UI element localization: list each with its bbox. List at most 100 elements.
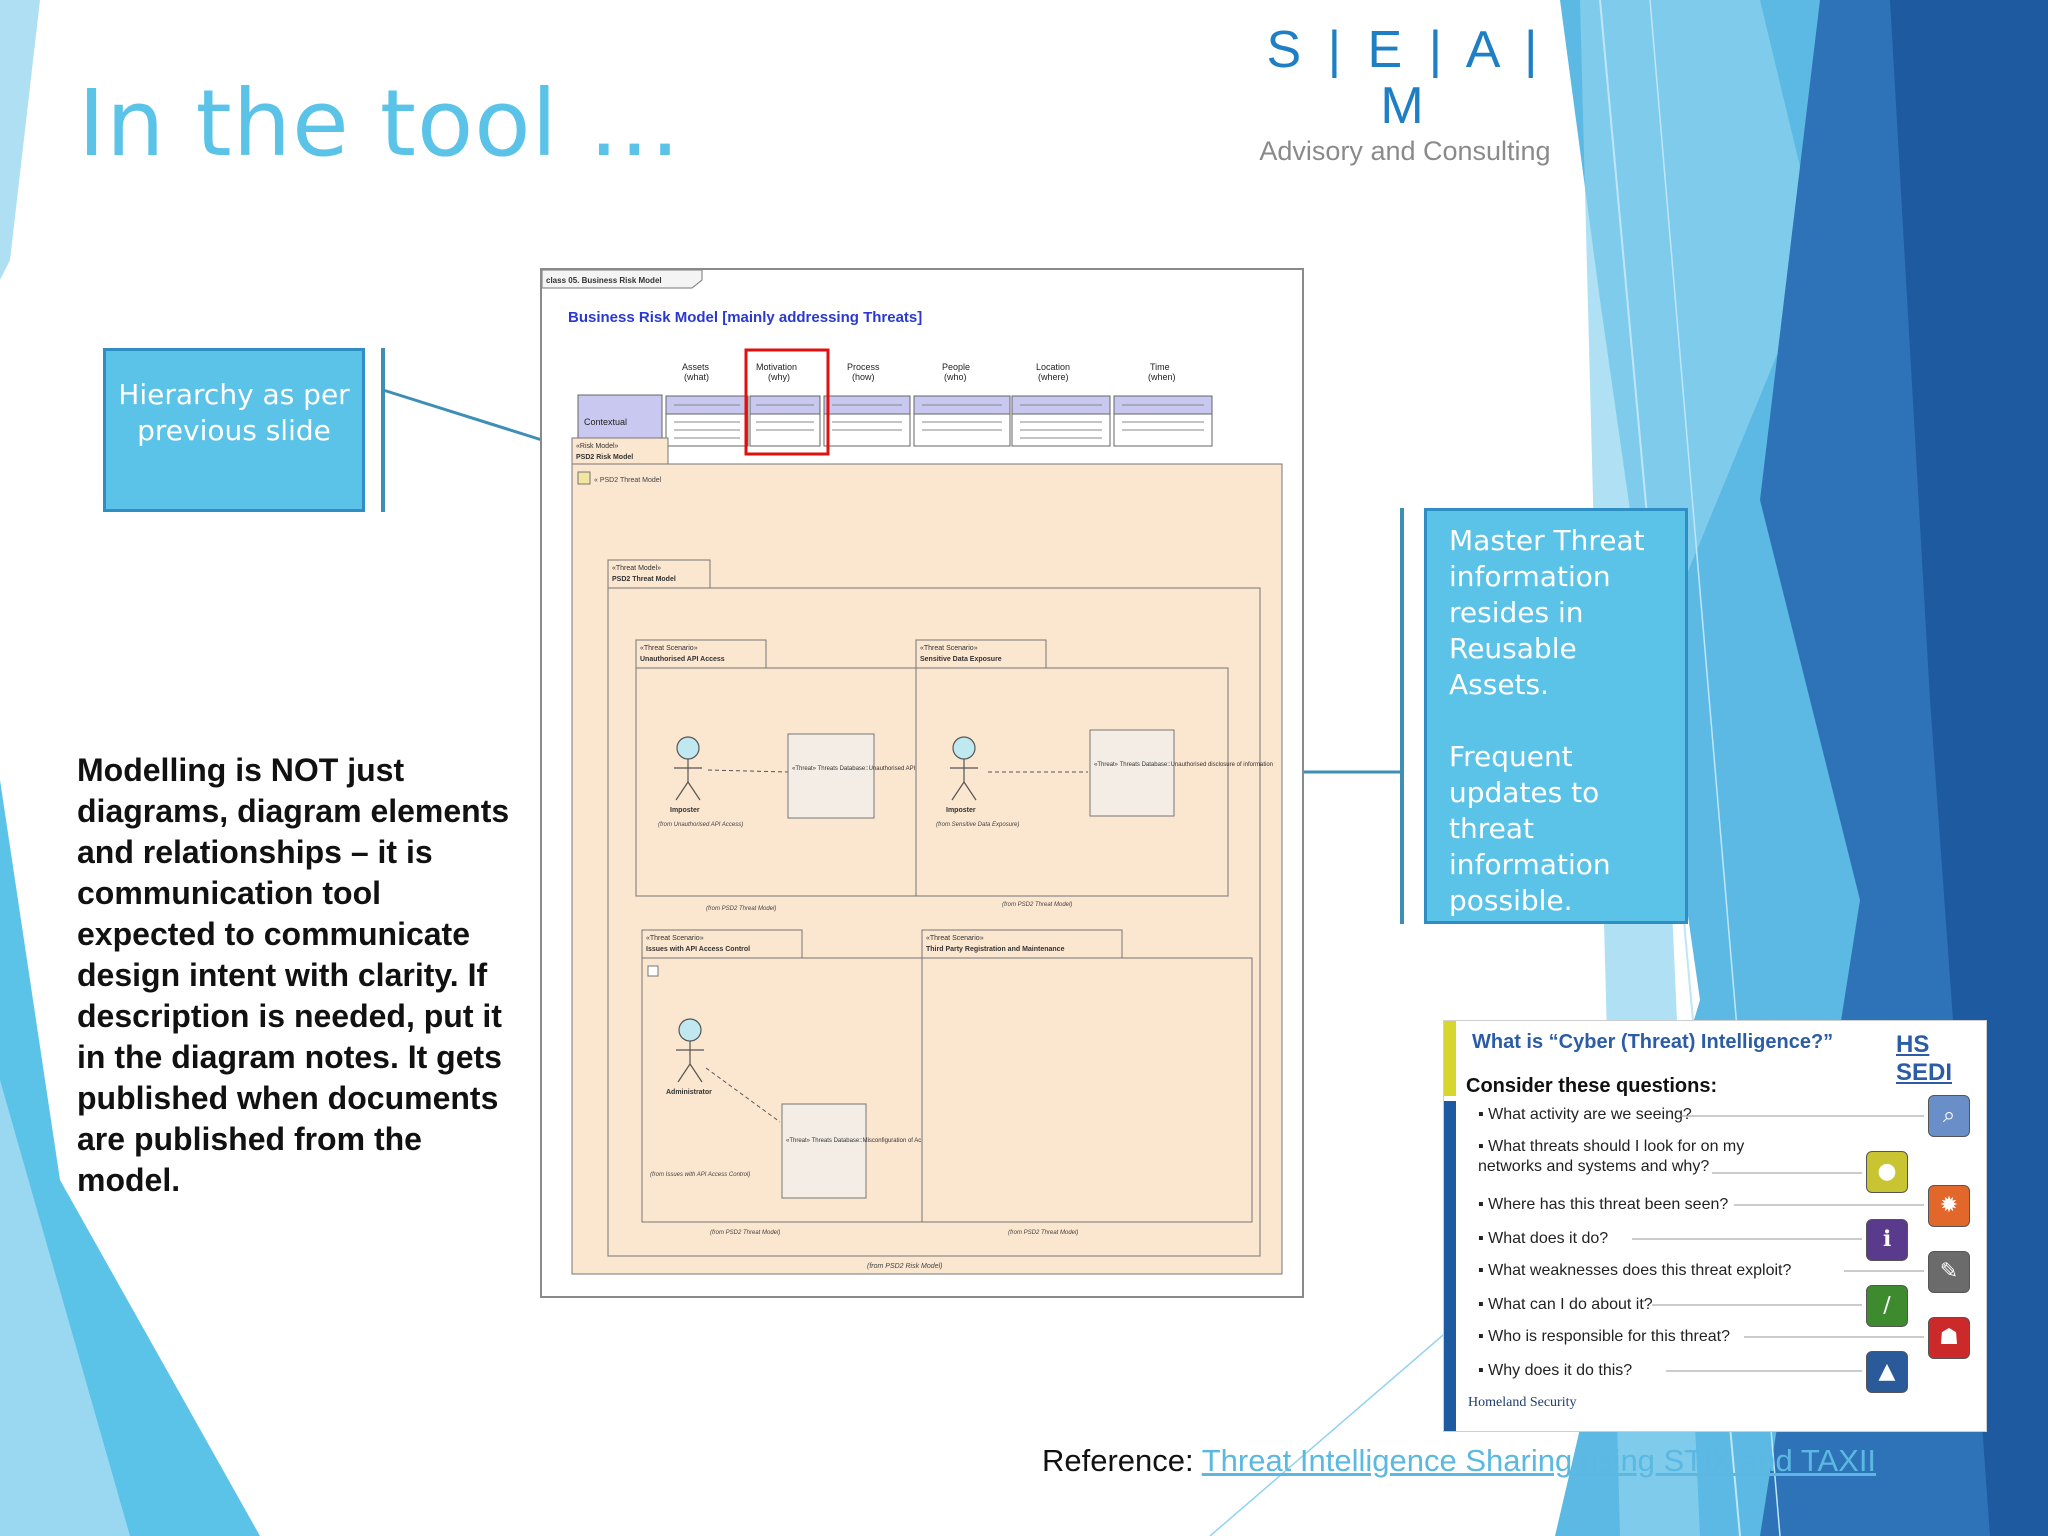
- grid-col-q: (how): [852, 372, 875, 382]
- actor-figure: [950, 736, 978, 801]
- grid-col-name: People: [942, 362, 970, 372]
- threat-package-stereo: «Threat Model»: [612, 565, 661, 572]
- motivation-highlight: [744, 348, 830, 456]
- cti-question: ▪ What can I do about it?: [1478, 1296, 1653, 1313]
- threat-package-name: PSD2 Threat Model: [612, 576, 676, 583]
- grid-col-name: Process: [847, 362, 880, 372]
- cti-question: ▪ What weaknesses does this threat explo…: [1478, 1262, 1792, 1279]
- reference: Reference: Threat Intelligence Sharing u…: [1042, 1442, 1876, 1480]
- cti-question-text: What can I do about it?: [1488, 1296, 1653, 1313]
- scenario-footer: (from PSD2 Threat Model): [1008, 1230, 1078, 1236]
- cti-question-text: What weaknesses does this threat exploit…: [1488, 1262, 1792, 1279]
- cti-question: ▪ What activity are we seeing?: [1478, 1106, 1692, 1123]
- logo-sub-text: Advisory and Consulting: [1259, 136, 1551, 166]
- slide-title: In the tool …: [78, 70, 682, 177]
- scenario-name: Sensitive Data Exposure: [920, 656, 1002, 663]
- ttp-icon: ℹ: [1866, 1219, 1908, 1261]
- incident-icon: ✹: [1928, 1185, 1970, 1227]
- grid-row-label: Contextual: [584, 417, 627, 427]
- logo-main-text: S | E | A | M: [1266, 21, 1544, 135]
- course-of-action-icon: ∕: [1866, 1285, 1908, 1327]
- seam-logo: S | E | A | M Advisory and Consulting: [1240, 22, 1570, 167]
- campaign-icon: ▲: [1866, 1351, 1908, 1393]
- cti-question: ▪ Why does it do this?: [1478, 1362, 1633, 1379]
- grid-column-4: Location (where): [1011, 362, 1111, 447]
- cti-question: ▪ Who is responsible for this threat?: [1478, 1328, 1731, 1345]
- risk-package-footer: (from PSD2 Risk Model): [867, 1263, 942, 1270]
- scenario-name: Unauthorised API Access: [640, 656, 725, 663]
- actor-name: Administrator: [666, 1089, 712, 1096]
- scenario-footer: (from PSD2 Threat Model): [1002, 902, 1072, 908]
- grid-col-name: Time: [1150, 362, 1170, 372]
- diagram-title: Business Risk Model [mainly addressing T…: [568, 309, 922, 326]
- cti-logo: HS SEDI: [1896, 1031, 1953, 1086]
- scenario-stereo: «Threat Scenario»: [920, 645, 978, 652]
- cti-question-text: Where has this threat been seen?: [1488, 1196, 1729, 1213]
- observable-icon: ⌕: [1928, 1095, 1970, 1137]
- cti-question-text: Why does it do this?: [1488, 1362, 1633, 1379]
- actor-origin: (from Sensitive Data Exposure): [936, 822, 1019, 828]
- cti-question-text: What does it do?: [1488, 1230, 1609, 1247]
- grid-column-5: Time (when): [1113, 362, 1213, 447]
- zachman-grid: Contextual Assets (what) Motivation (why…: [577, 348, 1213, 456]
- grid-column-2: Process (how): [823, 362, 911, 447]
- threat-label: «Threat» Threats Database::Misconfigurat…: [786, 1138, 955, 1144]
- business-risk-model-diagram: class 05. Business Risk Model Business R…: [540, 268, 1304, 1298]
- grid-column-0: Assets (what): [665, 362, 749, 447]
- risk-package-note: « PSD2 Threat Model: [594, 477, 662, 484]
- grid-col-q: (when): [1148, 372, 1176, 382]
- modelling-explanation-text: Modelling is NOT just diagrams, diagram …: [77, 752, 510, 1198]
- cti-question: ▪ What threats should I look for on my n…: [1478, 1138, 1745, 1175]
- actor-origin: (from Unauthorised API Access): [658, 822, 743, 828]
- actor-figure: [674, 736, 702, 801]
- cti-footer: Homeland Security: [1468, 1395, 1577, 1410]
- cti-question: ▪ What does it do?: [1478, 1230, 1609, 1247]
- cti-yellow-bar: [1444, 1021, 1456, 1096]
- grid-col-q: (where): [1038, 372, 1069, 382]
- callout-para-1: Master Threat information resides in Reu…: [1449, 524, 1645, 701]
- risk-package-name: PSD2 Risk Model: [576, 454, 633, 461]
- scenario-stereo: «Threat Scenario»: [646, 935, 704, 942]
- threat-actor-icon: ☗: [1928, 1317, 1970, 1359]
- scenario-footer: (from PSD2 Threat Model): [710, 1230, 780, 1236]
- threat-scenario-2: «Threat Scenario» Sensitive Data Exposur…: [915, 639, 1273, 908]
- grid-column-3: People (who): [913, 362, 1011, 447]
- threat-label: «Threat» Threats Database::Unauthorised …: [792, 766, 936, 772]
- reference-prefix: Reference:: [1042, 1443, 1202, 1478]
- scenario-stereo: «Threat Scenario»: [640, 645, 698, 652]
- grid-col-q: (who): [944, 372, 967, 382]
- grid-col-name: Assets: [682, 362, 710, 372]
- actor-origin: (from Issues with API Access Control): [650, 1172, 750, 1178]
- master-threat-callout: Master Threat information resides in Reu…: [1424, 508, 1688, 924]
- cti-subtitle: Consider these questions:: [1466, 1075, 1718, 1097]
- grid-col-name: Location: [1036, 362, 1070, 372]
- exploit-target-icon: ✎: [1928, 1251, 1970, 1293]
- grid-col-name: Motivation: [756, 362, 797, 372]
- grid-col-q: (why): [768, 372, 790, 382]
- diagram-frame-label: class 05. Business Risk Model: [546, 276, 662, 285]
- scenario-name: Issues with API Access Control: [646, 946, 750, 953]
- cti-question-text: What threats should I look for on my net…: [1478, 1138, 1745, 1175]
- grid-column-1: Motivation (why): [749, 362, 821, 447]
- cyber-threat-intelligence-slide: What is “Cyber (Threat) Intelligence?” H…: [1443, 1020, 1987, 1432]
- threat-scenario-4: «Threat Scenario» Third Party Registrati…: [921, 929, 1253, 1236]
- actor-figure: [676, 1018, 704, 1083]
- cti-question: ▪ Where has this threat been seen?: [1478, 1196, 1729, 1213]
- risk-package-stereo: «Risk Model»: [576, 443, 619, 450]
- cti-leader-lines: [1632, 1115, 1924, 1372]
- cti-title: What is “Cyber (Threat) Intelligence?”: [1472, 1031, 1834, 1053]
- indicator-icon: ●: [1866, 1151, 1908, 1193]
- cti-question-text: Who is responsible for this threat?: [1488, 1328, 1731, 1345]
- reference-link[interactable]: Threat Intelligence Sharing using STIX a…: [1201, 1443, 1877, 1478]
- callout-para-2: Frequent updates to threat information p…: [1449, 740, 1611, 917]
- scenario-stereo: «Threat Scenario»: [926, 935, 984, 942]
- hierarchy-callout: Hierarchy as per previous slide: [103, 348, 365, 512]
- scenario-name: Third Party Registration and Maintenance: [926, 946, 1065, 953]
- cti-blue-bar: [1444, 1101, 1456, 1431]
- grid-col-q: (what): [684, 372, 709, 382]
- actor-name: Imposter: [670, 807, 700, 814]
- threat-label: «Threat» Threats Database::Unauthorised …: [1094, 762, 1273, 768]
- actor-name: Imposter: [946, 807, 976, 814]
- cti-question-text: What activity are we seeing?: [1488, 1106, 1692, 1123]
- scenario-footer: (from PSD2 Threat Model): [706, 906, 776, 912]
